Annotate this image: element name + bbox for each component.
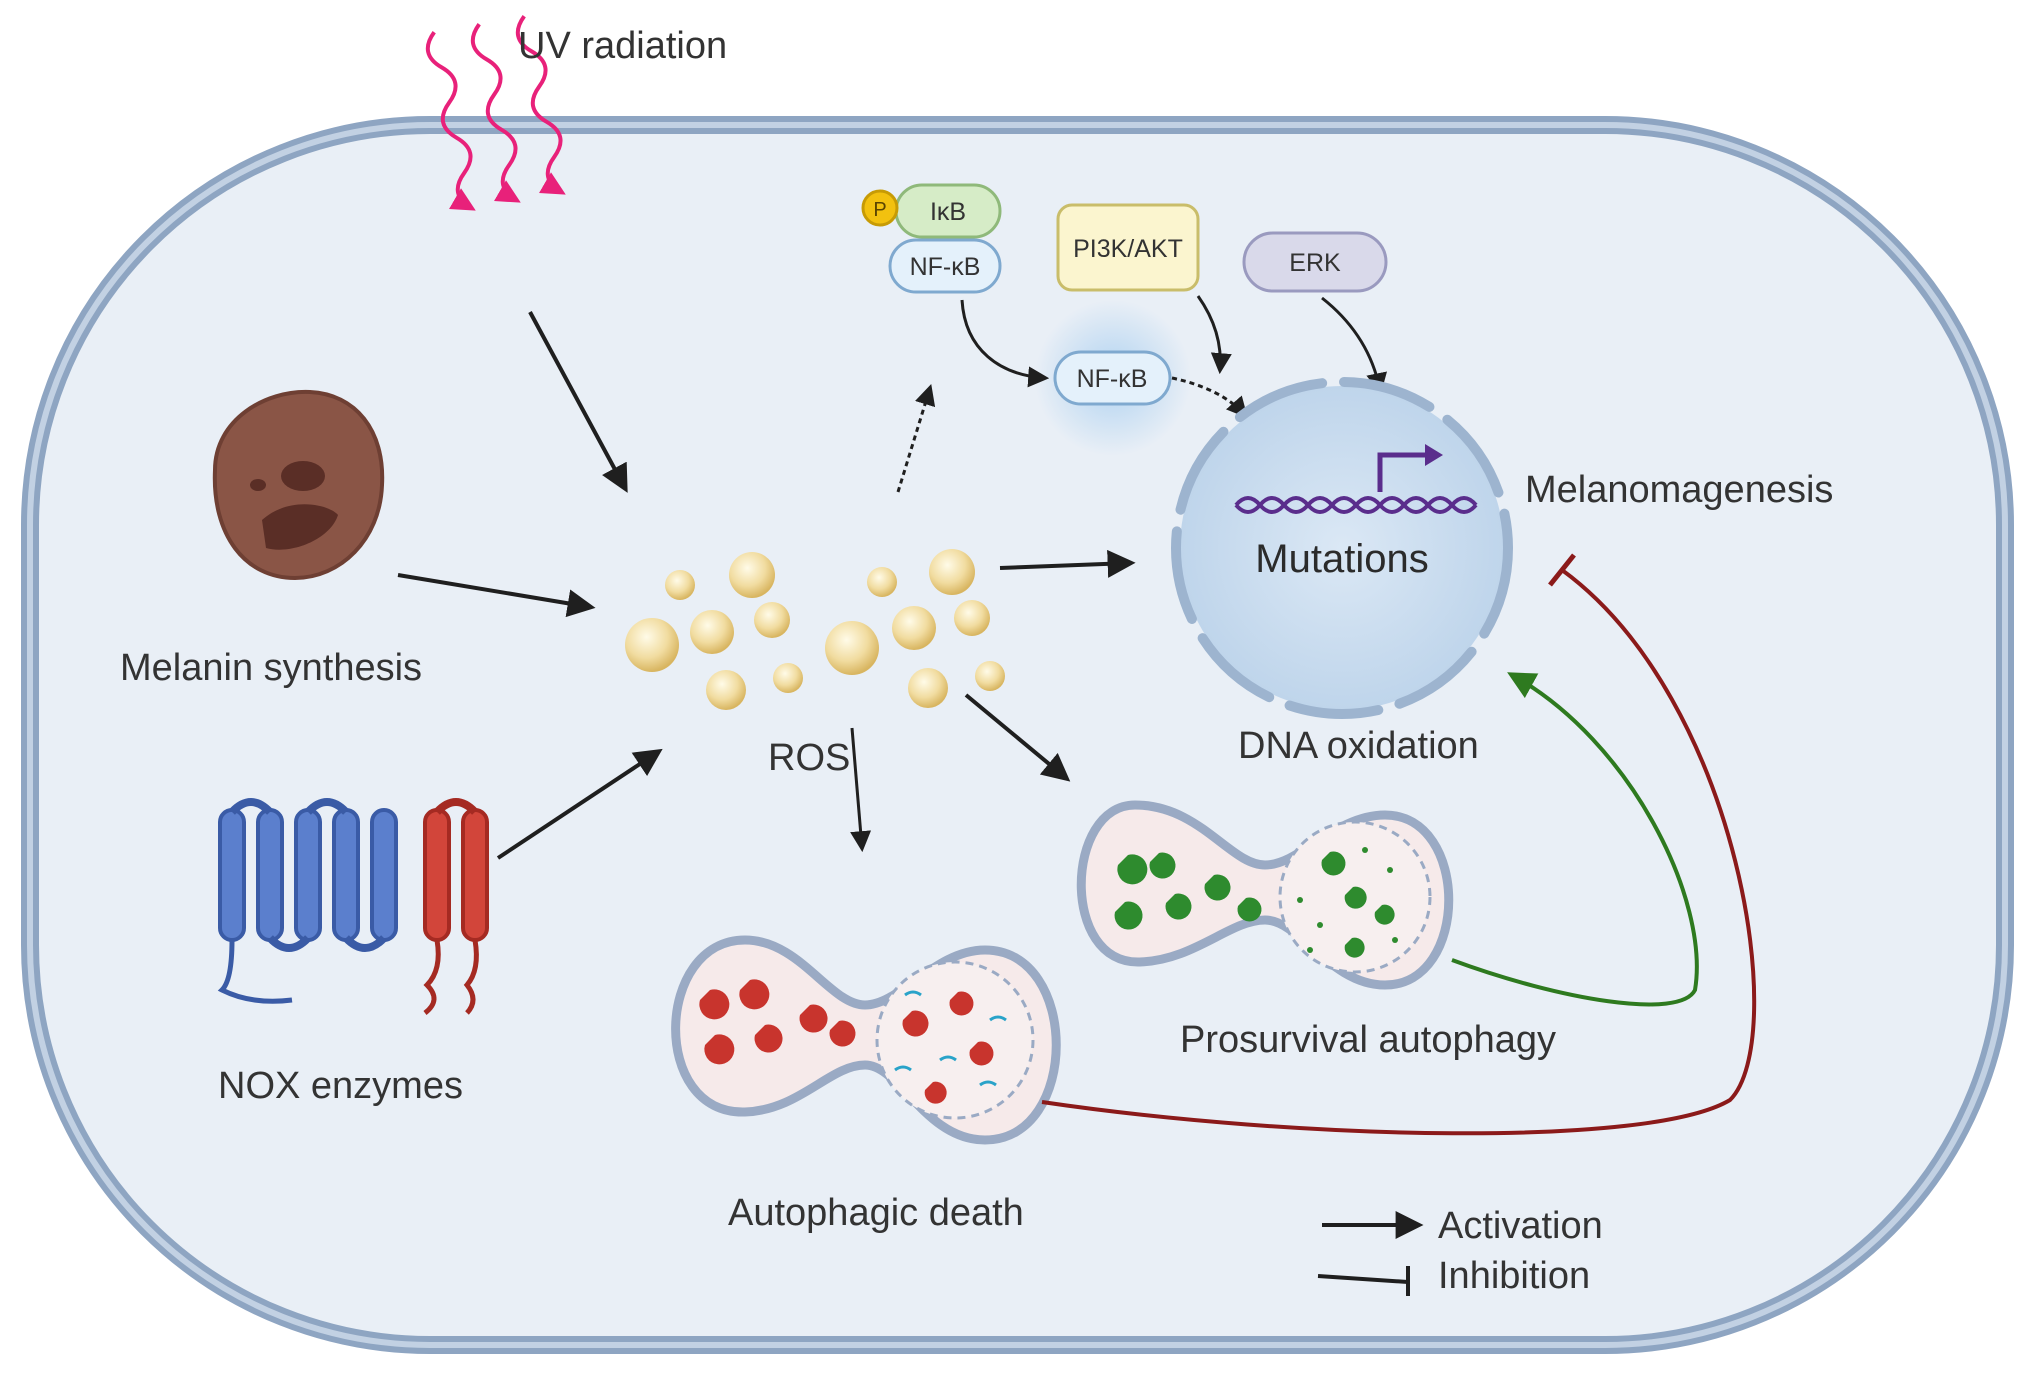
pi3k-label: PI3K/AKT — [1073, 235, 1183, 263]
phospho-label: P — [873, 199, 886, 221]
ros-to-survival-arrow — [964, 693, 1071, 782]
legend-activation-label: Activation — [1438, 1205, 1603, 1247]
uv-radiation-label: UV radiation — [518, 25, 727, 67]
ros-label: ROS — [768, 737, 850, 779]
legend: Activation Inhibition — [1317, 1205, 1603, 1297]
mutations-label: Mutations — [1255, 537, 1428, 581]
dna-helix-icon — [1234, 496, 1478, 514]
autophagosome-icon — [671, 935, 1061, 1145]
nfkb-to-nucleus-arrow — [1171, 376, 1248, 419]
ikb-label: IκB — [930, 198, 966, 226]
melanin-to-ros-arrow — [397, 573, 596, 618]
autophagosome-icon — [1076, 800, 1454, 990]
melanomagenesis-label: Melanomagenesis — [1525, 469, 1833, 511]
survival-to-melanoma-arrow — [1451, 672, 1699, 1007]
nox-enzymes-label: NOX enzymes — [218, 1065, 463, 1107]
erk-to-nucleus-arrow — [1321, 296, 1387, 395]
nfkb-free-box — [1053, 350, 1172, 406]
erk-label: ERK — [1289, 249, 1341, 277]
nfkb-bound-label: NF-κB — [910, 253, 981, 281]
uv-to-ros-arrow — [528, 311, 628, 493]
nfkb-release-arrow — [960, 299, 1050, 388]
erk-box — [1242, 231, 1388, 293]
transcription-arrow-icon — [1377, 444, 1443, 492]
pi3k-to-nucleus-arrow — [1196, 295, 1232, 375]
ros-bubbles-icon — [625, 549, 1005, 710]
legend-inhibition-label: Inhibition — [1438, 1255, 1590, 1297]
ros-to-nucleus-arrow — [999, 549, 1136, 578]
melanosome-icon — [212, 389, 385, 581]
ros-to-death-arrow — [850, 727, 872, 853]
nfkb-free-label: NF-κB — [1077, 365, 1148, 393]
legend-inhibition-line — [1317, 1274, 1409, 1284]
nfkb-bound-box — [888, 238, 1002, 294]
uv-wave-icon — [425, 15, 566, 211]
inhibition-bar — [1548, 553, 1576, 587]
pi3k-box — [1056, 203, 1200, 292]
ikb-nfkb-complex: IκB NF-κB P — [861, 183, 1002, 294]
cell-membrane-highlight — [27, 122, 2008, 1348]
nox-enzyme-icon — [217, 798, 489, 1015]
melanin-synthesis-label: Melanin synthesis — [120, 647, 422, 689]
dna-oxidation-label: DNA oxidation — [1238, 725, 1479, 767]
death-inhibits-melanoma-line — [1041, 568, 1757, 1136]
nox-to-ros-arrow — [496, 748, 663, 860]
phospho-icon — [861, 189, 899, 227]
ros-to-nfkb-arrow — [896, 383, 936, 493]
cell-membrane — [21, 116, 2014, 1354]
autophagic-death-label: Autophagic death — [728, 1192, 1024, 1234]
nucleus-icon — [1171, 377, 1513, 719]
prosurvival-autophagy-label: Prosurvival autophagy — [1180, 1019, 1556, 1061]
